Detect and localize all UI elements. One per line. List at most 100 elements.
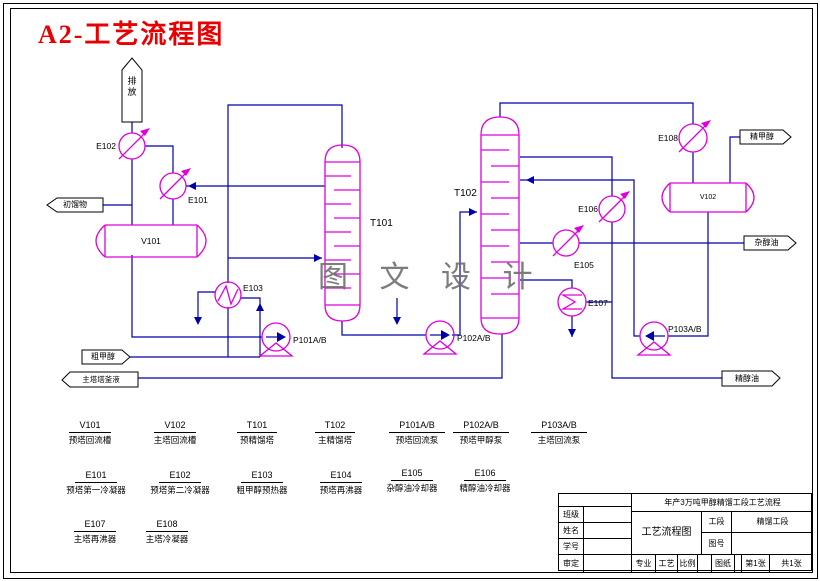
stream-boxes <box>46 57 797 388</box>
equipment-entry: P103A/B 主塔回流泵 <box>519 415 599 445</box>
label-v102: V102 <box>699 194 717 201</box>
label-e105: E105 <box>574 260 594 270</box>
arrow-into-t102 <box>469 208 477 216</box>
exchanger-e106 <box>598 191 630 223</box>
page-title: A2-工艺流程图 <box>38 20 225 49</box>
equipment-code: E101 <box>75 470 117 483</box>
class-label: 班级 <box>563 509 579 519</box>
label-p103: P103A/B <box>668 324 702 334</box>
drawing-no-label: 图号 <box>708 538 725 548</box>
column-t101 <box>324 144 361 322</box>
label-e101: E101 <box>188 195 208 205</box>
stream-label-main-bottoms: 主塔塔釜液 <box>82 375 120 384</box>
vent-flag <box>121 57 143 123</box>
stream-label-refined-methanol: 精甲醇 <box>750 132 774 141</box>
student-id-label: 学号 <box>563 541 579 551</box>
equipment-name: 精醇油冷却器 <box>459 483 511 493</box>
equipment-name: 主塔冷凝器 <box>145 534 189 544</box>
equipment-code: V102 <box>154 420 196 433</box>
equipment-code: E106 <box>464 468 506 481</box>
label-e107: E107 <box>588 298 608 308</box>
equipment-entry: T101 预精馏塔 <box>217 415 297 445</box>
label-e106: E106 <box>578 204 598 214</box>
equipment-name: 预塔第一冷凝器 <box>66 485 126 495</box>
label-v101: V101 <box>141 236 161 246</box>
equipment-name: 预塔甲醇泵 <box>459 435 503 445</box>
arrow-t101-feed <box>314 254 322 262</box>
major-label: 专业 <box>635 558 652 568</box>
arrow-e103-riser-up <box>256 303 264 311</box>
project-title: 年产3万吨甲醇精馏工段工艺流程 <box>664 498 781 507</box>
pipe-e103-stub <box>197 291 216 321</box>
equipment-name: 预精馏塔 <box>239 435 274 445</box>
stream-label-vent: 排放 <box>127 76 137 97</box>
watermark-text: 图 文 设 计 <box>318 261 545 294</box>
fusel-oil-flag <box>743 235 797 251</box>
label-t101: T101 <box>370 218 393 229</box>
label-p102: P102A/B <box>457 333 491 343</box>
label-t102: T102 <box>454 188 477 199</box>
column-t102 <box>480 116 520 335</box>
initial-distillate-flag <box>46 197 104 213</box>
equipment-entry: E105 杂醇油冷却器 <box>372 463 452 493</box>
vessel-v101 <box>95 224 207 258</box>
exchanger-e102 <box>118 128 150 160</box>
name-label: 姓名 <box>563 525 579 535</box>
label-e108: E108 <box>658 133 678 143</box>
pipe-p102-t102 <box>452 211 477 336</box>
equipment-name: 主塔再沸器 <box>73 534 117 544</box>
equipment-entry: P102A/B 预塔甲醇泵 <box>441 415 521 445</box>
equipment-code: E108 <box>146 519 188 532</box>
equipment-entry: E106 精醇油冷却器 <box>445 463 525 493</box>
arrow-p102 <box>441 330 450 340</box>
pipe-t101-p102 <box>341 321 426 336</box>
section-label: 工段 <box>708 517 725 526</box>
equipment-code: T101 <box>236 420 278 433</box>
equipment-code: P103A/B <box>531 420 587 433</box>
equipment-name: 预塔回流泵 <box>395 435 439 445</box>
sheet-inner-border <box>10 8 813 573</box>
flow-arrows <box>188 176 654 342</box>
refined-methanol-flag <box>739 129 792 145</box>
label-e102: E102 <box>96 141 116 151</box>
exchanger-e101 <box>159 168 191 200</box>
sheet-total: 共1张 <box>781 558 802 568</box>
pipe-e106-refined-oil <box>611 222 722 379</box>
pump-p103 <box>636 321 672 356</box>
main-bottoms-flag <box>61 371 139 388</box>
approve-label: 审定 <box>563 558 579 568</box>
equipment-name: 预塔回流槽 <box>68 435 112 445</box>
equipment-name: 预塔第二冷凝器 <box>150 485 210 495</box>
arrow-p103 <box>645 331 654 341</box>
refined-oil-flag <box>721 370 781 387</box>
label-e103: E103 <box>243 283 263 293</box>
stream-label-fusel-oil: 杂醇油 <box>754 238 779 247</box>
equipment-name: 主塔回流泵 <box>537 435 581 445</box>
equipment-code: P102A/B <box>453 420 509 433</box>
arrow-e103-stub-down <box>194 317 202 325</box>
pipe-t102-e106 <box>520 156 613 196</box>
equipment-code: V101 <box>69 420 111 433</box>
equipment-code: E105 <box>391 468 433 481</box>
pipe-t102-overhead <box>499 102 694 124</box>
scale-label: 比例 <box>679 558 696 568</box>
stream-label-crude-methanol: 粗甲醇 <box>91 352 115 361</box>
pump-p101 <box>258 322 294 357</box>
title-block: 年产3万吨甲醇精馏工段工艺流程 班级 姓名 学号 审定 工艺流程图 工段 精馏工… <box>558 493 813 572</box>
equipment-entry: E108 主塔冷凝器 <box>127 514 207 544</box>
equipment-code: E104 <box>320 470 362 483</box>
pipe-refined-out <box>729 136 740 183</box>
pipe-p103-reflux <box>520 179 640 337</box>
equipment-name: 杂醇油冷却器 <box>386 483 438 493</box>
drawing-name: 工艺流程图 <box>641 527 692 538</box>
equipment-code: E103 <box>241 470 283 483</box>
equipment-name: 主精馏塔 <box>317 435 352 445</box>
pipe-e102-e101 <box>145 145 174 173</box>
stream-label-refined-oil: 精醇油 <box>735 374 759 383</box>
major-value: 工艺 <box>658 558 675 568</box>
